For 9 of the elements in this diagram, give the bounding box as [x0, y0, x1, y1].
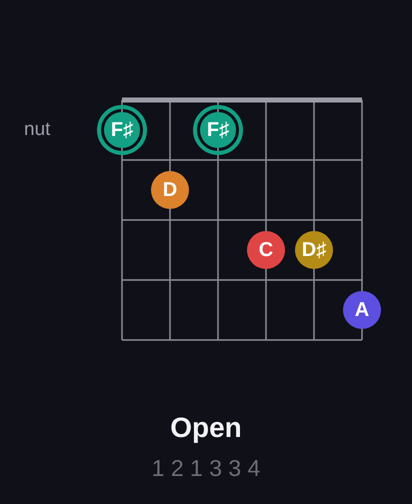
note-circle: A [343, 291, 381, 329]
note-circle: D♯ [295, 231, 333, 269]
note-circle: C [247, 231, 285, 269]
chord-name: Open [170, 414, 242, 442]
note-circle: D [151, 171, 189, 209]
nut-label: nut [24, 120, 50, 139]
ringed-note-circle: F♯ [193, 105, 243, 155]
finger-numbers: 1 2 1 3 3 4 [152, 457, 260, 480]
ringed-note-circle: F♯ [97, 105, 147, 155]
